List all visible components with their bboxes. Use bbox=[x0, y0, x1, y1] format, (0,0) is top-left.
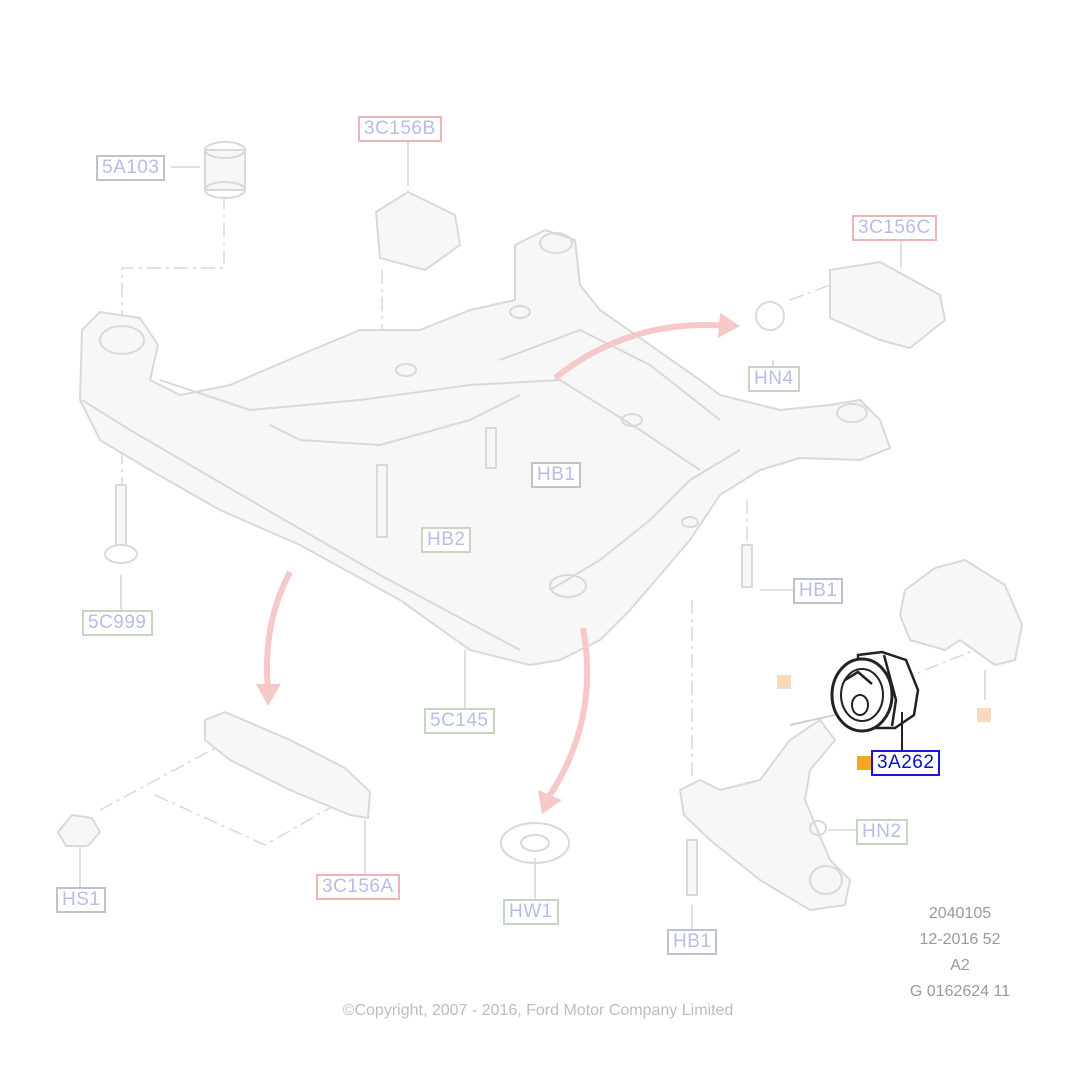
callout-3c156b[interactable]: 3C156B bbox=[358, 116, 442, 142]
drawing-info: 2040105 12-2016 52 A2 G 0162624 11 bbox=[880, 901, 1040, 1005]
selection-marker bbox=[857, 756, 871, 770]
callout-hs1[interactable]: HS1 bbox=[56, 887, 107, 913]
bolts bbox=[104, 427, 753, 896]
callout-hb2[interactable]: HB2 bbox=[421, 527, 472, 553]
callout-hb1-right[interactable]: HB1 bbox=[793, 578, 844, 604]
callout-3a262[interactable]: 3A262 bbox=[871, 750, 941, 776]
callout-hb1-bottom[interactable]: HB1 bbox=[667, 929, 718, 955]
info-line-3: A2 bbox=[950, 957, 970, 974]
washer-hw1 bbox=[500, 822, 570, 864]
callout-hb1-upper[interactable]: HB1 bbox=[531, 462, 582, 488]
bushing-3a262 bbox=[789, 650, 920, 752]
brace-3c156a bbox=[57, 711, 371, 847]
lower-control-arm bbox=[679, 719, 851, 911]
callout-hn4[interactable]: HN4 bbox=[748, 366, 800, 392]
copyright-notice: ©Copyright, 2007 - 2016, Ford Motor Comp… bbox=[342, 1002, 734, 1019]
callout-hw1[interactable]: HW1 bbox=[503, 899, 559, 925]
bracket-3c156c bbox=[755, 261, 946, 349]
faded-marker-right bbox=[977, 708, 991, 722]
callout-3c156a[interactable]: 3C156A bbox=[316, 874, 400, 900]
mount-5a103 bbox=[204, 141, 246, 199]
callout-5c145[interactable]: 5C145 bbox=[424, 708, 495, 734]
callout-hn2[interactable]: HN2 bbox=[856, 819, 908, 845]
knuckle-bracket bbox=[899, 559, 1023, 666]
callout-5c999[interactable]: 5C999 bbox=[82, 610, 153, 636]
faded-marker-left bbox=[777, 675, 791, 689]
callout-3c156c[interactable]: 3C156C bbox=[852, 215, 937, 241]
info-line-4: G 0162624 11 bbox=[909, 983, 1011, 1000]
callout-5a103[interactable]: 5A103 bbox=[96, 155, 166, 181]
info-line-1: 2040105 bbox=[928, 905, 992, 922]
direction-arrows bbox=[256, 313, 740, 814]
bracket-3c156b bbox=[375, 191, 461, 271]
info-line-2: 12-2016 52 bbox=[919, 931, 1001, 948]
